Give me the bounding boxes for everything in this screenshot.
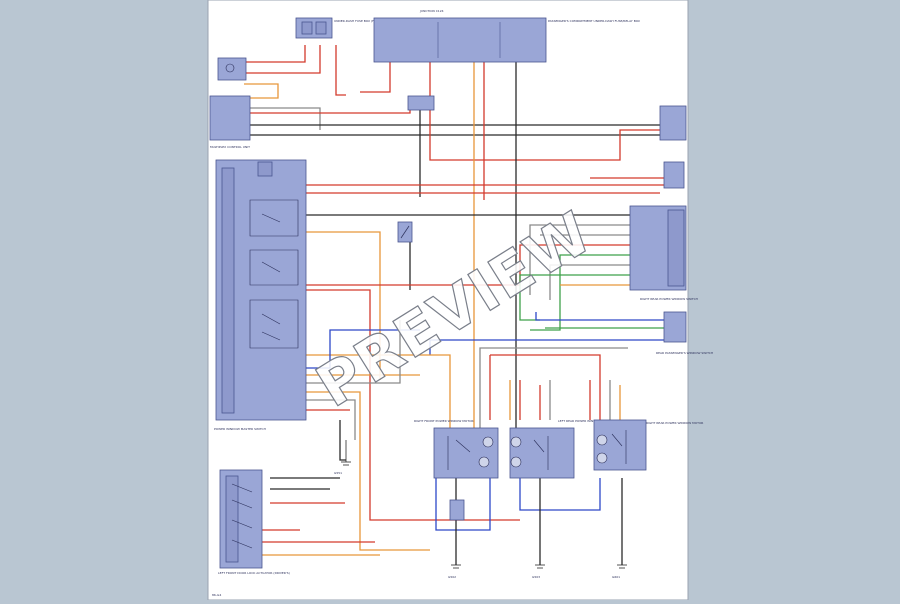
wire-black [339,420,346,461]
wire-blue [306,329,420,369]
power-window-master-switch: POWER WINDOW MASTER SWITCH [214,159,307,431]
bottom-junction [449,499,465,521]
wire-blue [519,478,601,511]
relay-small [407,95,435,111]
ground-bottom-2: G503 [532,564,545,579]
motor3-label: RIGHT REAR POWER WINDOW MOTOR [646,421,703,425]
rear-connector-label: REAR PASSENGER'S WINDOW SWITCH [656,351,713,355]
wire-red [246,45,321,74]
main-relay-label: MULTIPLEX CONTROL UNIT [210,145,250,149]
motor2-label: LEFT REAR POWER WINDOW MOTOR [558,419,613,423]
left-switch [217,57,247,81]
right-rear-window-switch: RIGHT REAR POWER WINDOW SWITCH [629,205,698,301]
wire-red [429,62,660,161]
right-switch-label: RIGHT REAR POWER WINDOW SWITCH [640,297,698,301]
wire-gray [250,107,321,130]
door-lock-actuator: LEFT FRONT DOOR LOCK ACTUATOR (DRIVER'S) [218,469,290,575]
master-switch-label: POWER WINDOW MASTER SWITCH [214,427,266,431]
ground-bottom-label-2: G503 [532,575,540,579]
wire-blue [429,339,665,355]
wire-gray [479,347,628,440]
right-small-connector [663,161,685,189]
window-motor-right-rear: RIGHT REAR POWER WINDOW MOTOR [593,419,703,471]
fuse-box-left: UNDER-DASH FUSE BOX (FUSE 1 RED) [295,17,391,39]
wire-gray [529,224,630,295]
page-number: 86-G4 [212,593,221,597]
wire-orange [306,231,381,380]
ground-bottom-1: G502 [448,564,461,579]
junction-box-top: JUNCTION C124 PASSENGER'S COMPARTMENT UN… [373,9,640,63]
right-top-connector [659,105,687,141]
ground-bottom-label-1: G502 [448,575,456,579]
ground-left-label: G551 [334,471,342,475]
fuse-left-label: UNDER-DASH FUSE BOX (FUSE 1 RED) [334,19,391,23]
window-motor-right-front: RIGHT FRONT POWER WINDOW MOTOR [414,419,499,479]
wire-blue [435,478,491,531]
center-switch [397,221,413,243]
motor1-label: RIGHT FRONT POWER WINDOW MOTOR [414,419,474,423]
wire-red [360,62,391,93]
wires [244,45,671,565]
wire-red [335,45,346,96]
wire-green [530,254,630,331]
wire-red [246,45,306,63]
wire-orange [306,354,451,430]
wire-gray [306,320,401,384]
junction-top-label: JUNCTION C124 [419,9,444,13]
wire-orange [306,391,430,551]
wire-blue [535,312,665,321]
wire-gray [549,264,630,300]
wire-red [490,354,601,420]
main-relay: MULTIPLEX CONTROL UNIT [209,95,251,149]
ground-bottom-3: G601 [612,564,627,579]
wire-orange [244,83,279,99]
rear-passenger-connector: REAR PASSENGER'S WINDOW SWITCH [656,311,713,355]
wire-gray [306,399,356,440]
window-motor-left-rear: LEFT REAR POWER WINDOW MOTOR [509,419,613,479]
wire-green [519,274,630,321]
ground-left: G551 [334,440,351,475]
wire-red [306,244,630,286]
wire-red [306,289,520,521]
ground-bottom-label-3: G601 [612,575,620,579]
door-lock-label: LEFT FRONT DOOR LOCK ACTUATOR (DRIVER'S) [218,571,290,575]
fuse-top-right-label: PASSENGER'S COMPARTMENT UNDER-DASH FUSE/… [548,19,640,23]
